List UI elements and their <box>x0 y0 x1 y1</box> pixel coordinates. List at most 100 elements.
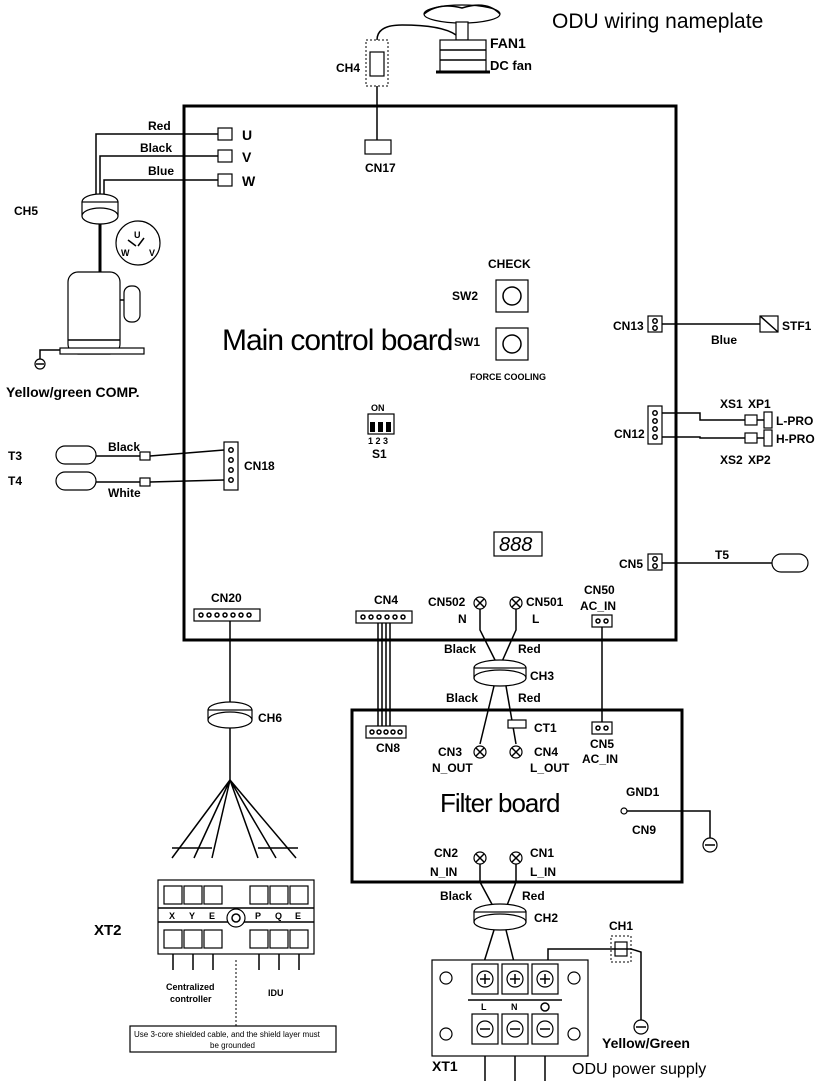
sym-u-label: U <box>134 230 141 240</box>
cn4-main-label: CN4 <box>374 593 398 607</box>
digital-display <box>493 531 543 557</box>
ch2-red-wire: Red <box>522 889 545 903</box>
t4-wire-white: White <box>108 486 141 500</box>
cn502-label: CN502 <box>428 595 466 609</box>
ct1-transformer <box>507 719 527 729</box>
cn17-label: CN17 <box>365 161 396 175</box>
xt1-n-label: N <box>511 1002 518 1012</box>
shield-note-line1: Use 3-core shielded cable, and the shiel… <box>134 1030 321 1039</box>
t4-label: T4 <box>8 474 22 488</box>
ch3-black-mid: Black <box>446 691 478 705</box>
cn20-label: CN20 <box>211 591 242 605</box>
xt1-label: XT1 <box>432 1058 458 1074</box>
t3-wire-black: Black <box>108 440 140 454</box>
cn4-filter-label: CN4 <box>534 745 558 759</box>
w-wire-blue: Blue <box>148 164 174 178</box>
s1-dip-switch <box>367 413 395 435</box>
xp2-label: XP2 <box>748 453 771 467</box>
h-pro-label: H-PRO <box>776 432 815 446</box>
t5-sensor <box>771 553 809 573</box>
s1-label: S1 <box>372 447 387 461</box>
odu-power-supply-label: ODU power supply <box>572 1061 706 1078</box>
xt2-q-label: Q <box>275 911 282 921</box>
xt2-p-label: P <box>255 911 261 921</box>
t3-sensor <box>55 445 97 465</box>
cn5-filter-connector <box>591 721 613 735</box>
display-digits: 888 <box>499 534 532 556</box>
main-control-board <box>182 104 678 642</box>
xt1-l-label: L <box>481 1002 487 1012</box>
cn20-connector <box>193 608 261 622</box>
cn13-label: CN13 <box>613 319 644 333</box>
shield-note-box <box>129 1025 337 1053</box>
w-label: W <box>242 173 256 189</box>
stf1-valve <box>759 315 779 333</box>
dip-on-label: ON <box>371 403 385 413</box>
cn18-connector <box>223 441 239 491</box>
cn5-main-label: CN5 <box>619 557 643 571</box>
ch5-label: CH5 <box>14 204 38 218</box>
cn18-label: CN18 <box>244 459 275 473</box>
xt2-e1-label: E <box>209 911 215 921</box>
n-out-label: N_OUT <box>432 761 473 775</box>
t5-label: T5 <box>715 548 729 562</box>
xs1-label: XS1 <box>720 397 743 411</box>
t4-sensor <box>55 471 97 491</box>
ch5-magnetic-ring <box>81 193 119 225</box>
check-label: CHECK <box>488 257 531 271</box>
cn8-connector <box>365 725 407 739</box>
main-board-label: Main control board <box>222 324 452 357</box>
xp1-label: XP1 <box>748 397 771 411</box>
cn50-ac-in-label: AC_IN <box>580 599 616 613</box>
ch3-red-mid: Red <box>518 691 541 705</box>
compressor-label: Yellow/green COMP. <box>6 384 140 400</box>
xt2-y-label: Y <box>189 911 195 921</box>
cn50-connector <box>591 614 613 628</box>
ch4-label: CH4 <box>336 61 360 75</box>
u-wire-red: Red <box>148 119 171 133</box>
controller-label: controller <box>170 994 212 1004</box>
filter-board <box>350 708 684 884</box>
xt2-e2-label: E <box>295 911 301 921</box>
sw2-button <box>495 279 529 313</box>
h-pro-switch <box>763 429 773 447</box>
compressor-unit <box>59 271 145 355</box>
w-terminal <box>217 173 233 187</box>
v-wire-black: Black <box>140 141 172 155</box>
ct1-label: CT1 <box>534 721 557 735</box>
cn5-filter-label: CN5 <box>590 737 614 751</box>
xt2-label: XT2 <box>94 922 122 939</box>
dip-numbers: 1 2 3 <box>368 436 388 446</box>
fan1-label: FAN1 <box>490 35 526 51</box>
yellow-green-label: Yellow/Green <box>602 1035 690 1051</box>
ch3-label: CH3 <box>530 669 554 683</box>
force-cooling-label: FORCE COOLING <box>470 372 546 382</box>
ch6-label: CH6 <box>258 711 282 725</box>
gnd1-label: GND1 <box>626 785 660 799</box>
ch2-magnetic-ring <box>473 903 527 931</box>
u-terminal <box>217 127 233 141</box>
sym-v-label: V <box>149 248 155 258</box>
ch6-magnetic-ring <box>207 701 253 729</box>
stf1-label: STF1 <box>782 319 812 333</box>
cn12-connector <box>647 405 663 445</box>
ch1-label: CH1 <box>609 919 633 933</box>
xs2-label: XS2 <box>720 453 743 467</box>
cn12-label: CN12 <box>614 427 645 441</box>
centralized-label: Centralized <box>166 982 215 992</box>
v-terminal <box>217 149 233 163</box>
cn5-main-connector <box>647 553 663 571</box>
l-pro-label: L-PRO <box>776 414 813 428</box>
gnd1-terminal <box>620 807 628 815</box>
cn501-label: CN501 <box>526 595 564 609</box>
ch4-magnetic-ring <box>365 39 389 87</box>
cn502-n-label: N <box>458 612 467 626</box>
cn501-l-label: L <box>532 612 539 626</box>
cn17-connector <box>364 139 392 155</box>
ch3-magnetic-ring <box>473 659 527 687</box>
sw1-label: SW1 <box>454 335 480 349</box>
cn5-ac-in-label: AC_IN <box>582 752 618 766</box>
ch2-black-wire: Black <box>440 889 472 903</box>
dc-fan <box>423 4 501 74</box>
